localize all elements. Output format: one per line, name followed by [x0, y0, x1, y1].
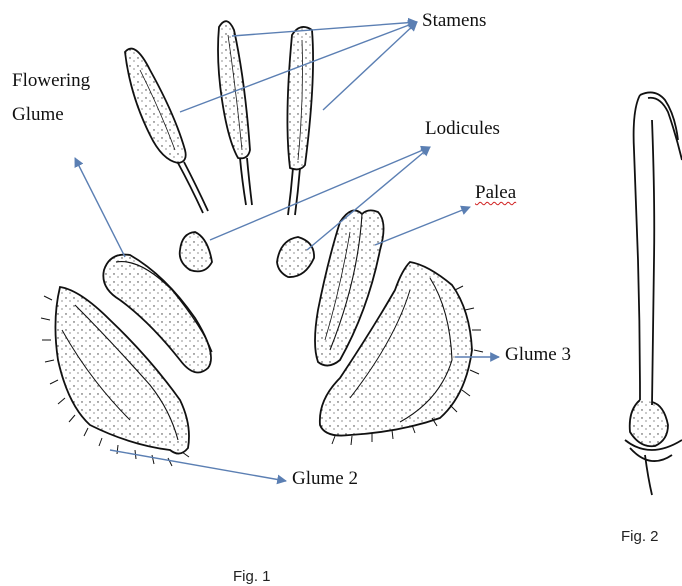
arrow-stamens-1	[232, 22, 417, 36]
label-palea: Palea	[475, 182, 516, 204]
stamen-3	[287, 27, 313, 215]
label-stamens: Stamens	[422, 10, 486, 32]
arrow-flowering-glume	[75, 158, 125, 257]
label-lodicules: Lodicules	[425, 118, 500, 140]
caption-fig1: Fig. 1	[233, 568, 271, 585]
lodicule-left	[180, 232, 212, 271]
arrow-palea	[375, 207, 470, 245]
label-glume2: Glume 2	[292, 468, 358, 490]
label-flowering-glume-line1: Flowering	[12, 70, 90, 92]
label-flowering-glume-line2: Glume	[12, 104, 64, 126]
stamen-2	[218, 21, 252, 205]
lodicule-right	[277, 237, 314, 277]
arrow-glume2	[110, 450, 286, 481]
fig2-drawing	[625, 92, 682, 495]
arrow-stamens-3	[323, 22, 417, 110]
caption-fig2: Fig. 2	[621, 528, 659, 545]
label-glume3: Glume 3	[505, 344, 571, 366]
arrow-lodicules-1	[210, 147, 430, 240]
stamen-1	[125, 49, 208, 213]
